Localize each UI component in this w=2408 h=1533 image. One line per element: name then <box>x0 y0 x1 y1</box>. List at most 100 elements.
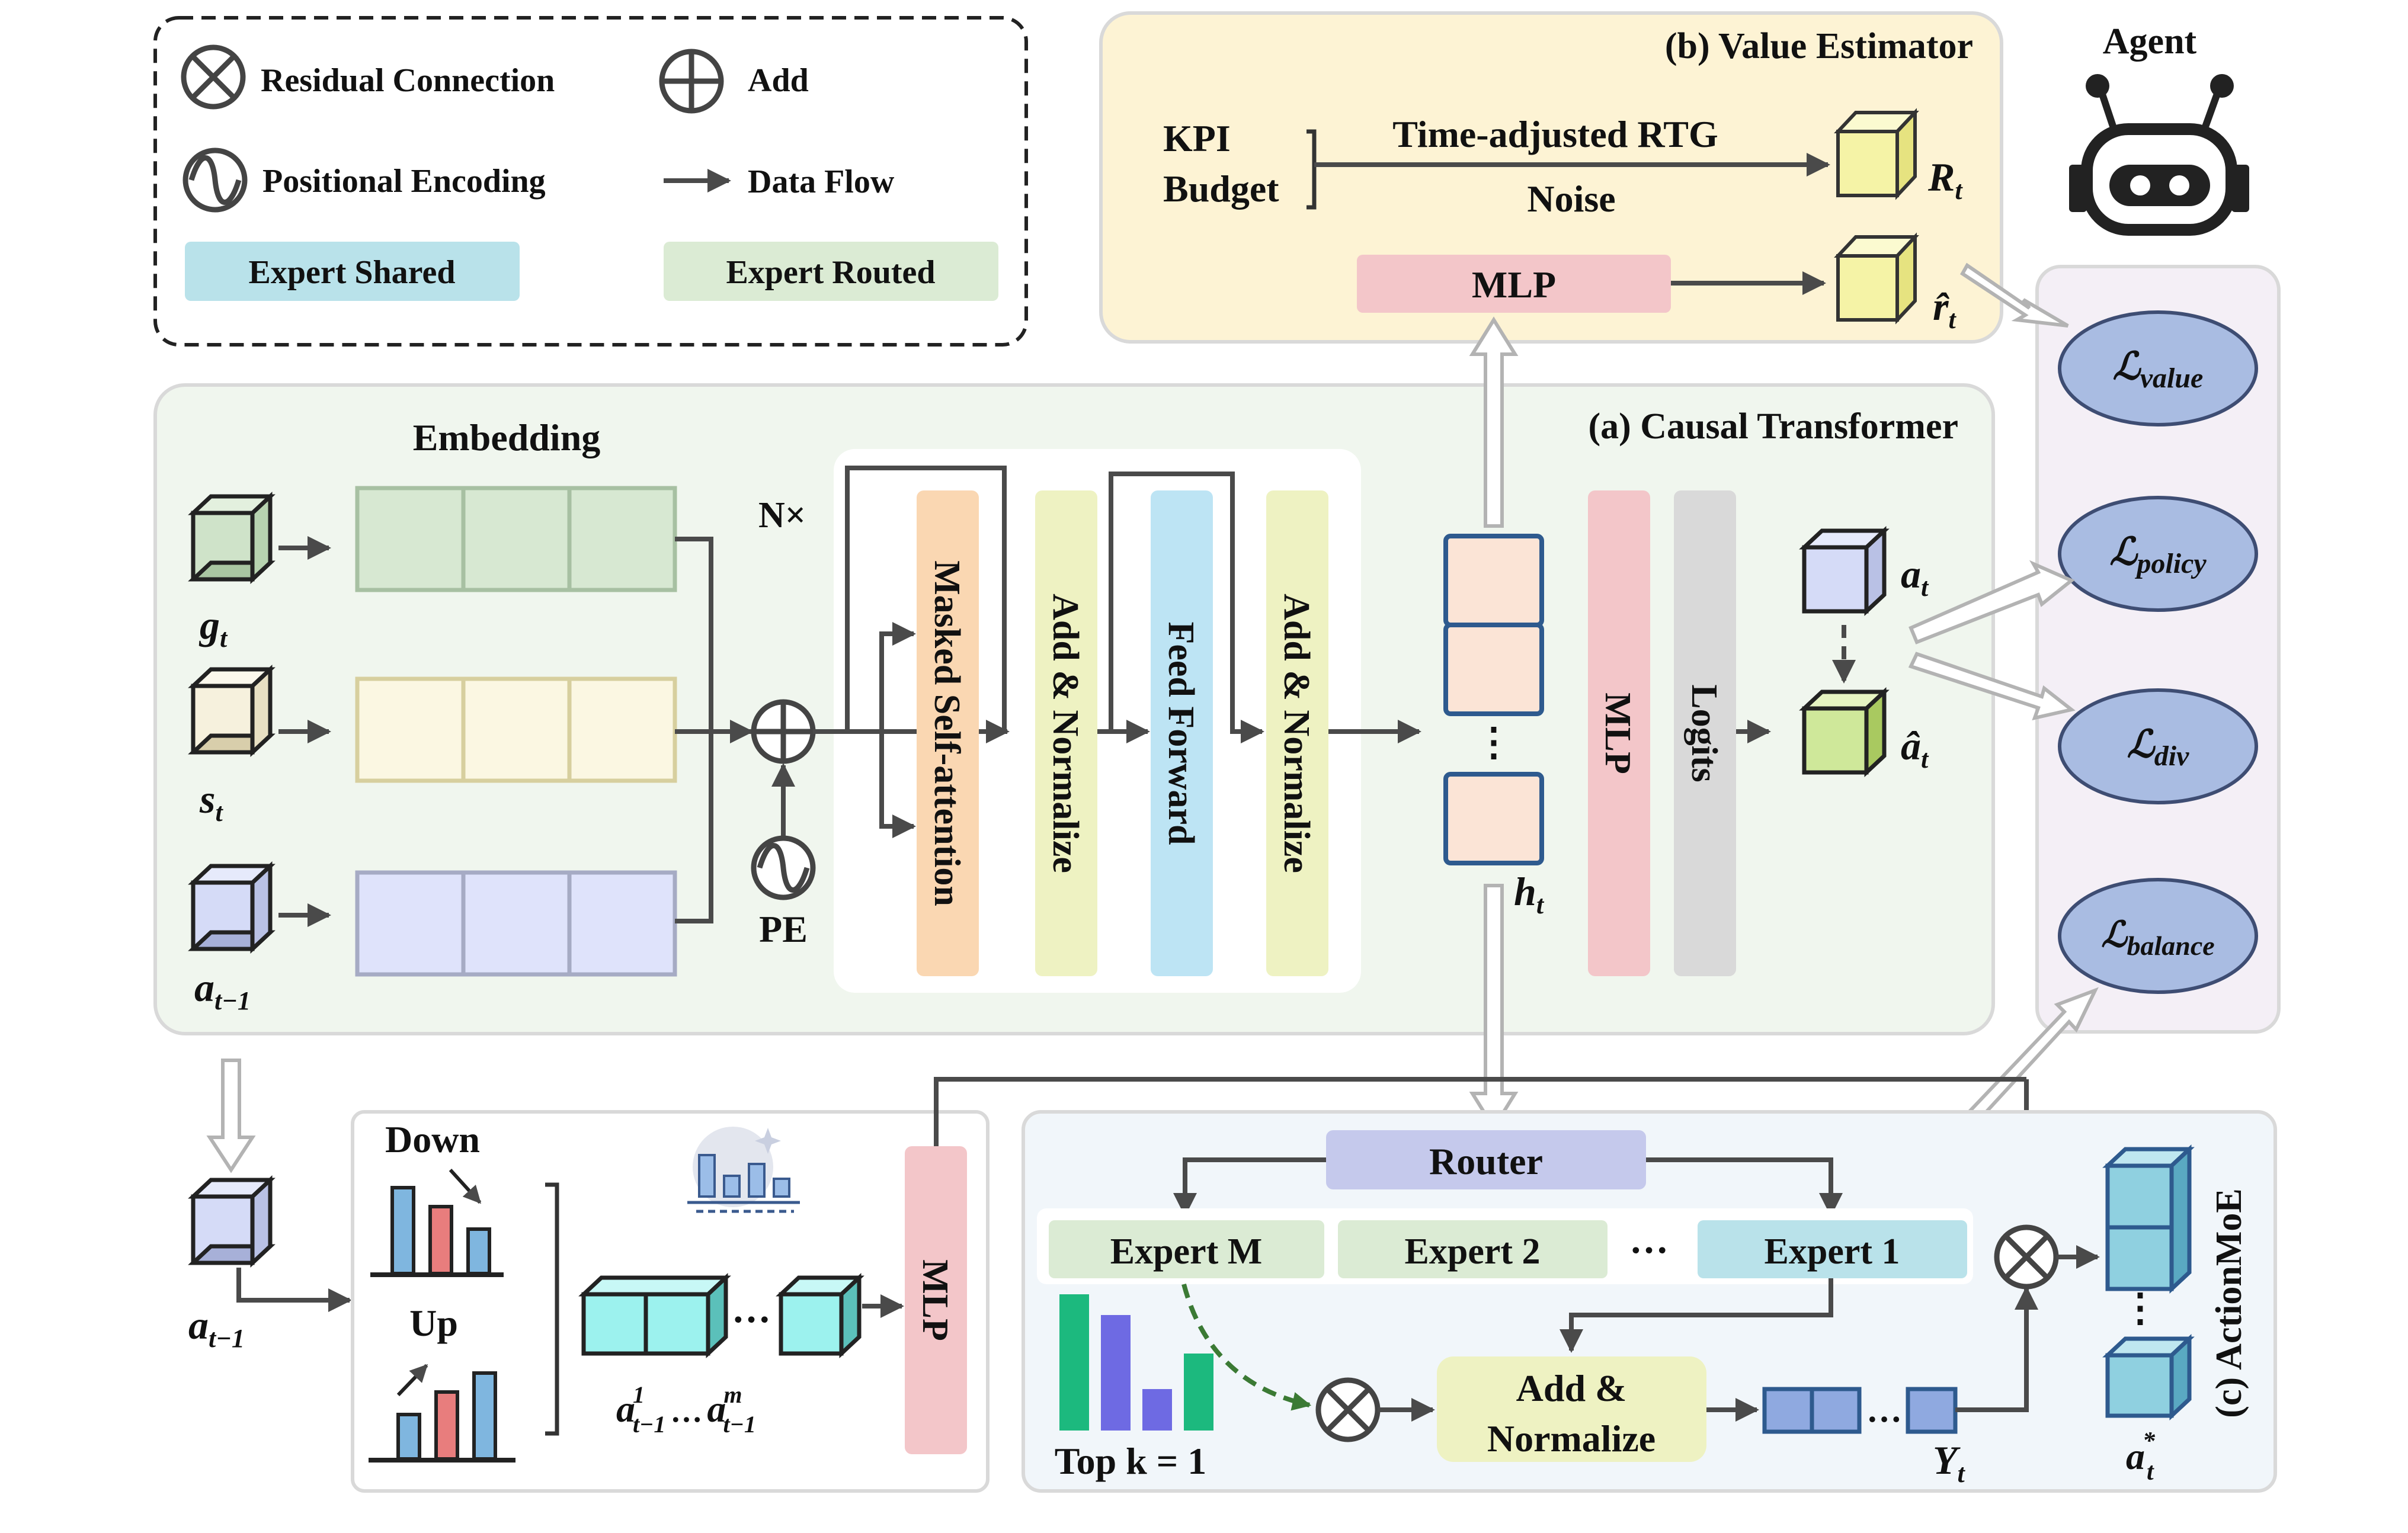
loss-policy-subscript: policy <box>2134 548 2207 579</box>
legend-expert-routed-swatch <box>664 242 998 301</box>
state-embedding <box>355 676 677 783</box>
svg-text:at−1: at−1 <box>188 1303 245 1353</box>
y-subscript: t <box>1958 1459 1966 1488</box>
rhat-subscript: t <box>1948 305 1956 334</box>
final-action-sup: * <box>2143 1428 2156 1455</box>
repeat-count-label: N× <box>758 495 806 535</box>
svg-text:ât: ât <box>1901 723 1929 774</box>
legend-expert-shared-swatch <box>185 242 520 301</box>
loss-value-symbol: ℒ <box>2113 345 2142 387</box>
router-label: Router <box>1429 1140 1543 1182</box>
goal-subscript: t <box>220 624 228 653</box>
augment-input-cube-icon <box>188 1175 276 1268</box>
loss-policy-symbol: ℒ <box>2109 531 2138 573</box>
agent-robot-icon: Agent <box>2069 21 2249 236</box>
goal-embedding <box>355 486 677 592</box>
rtg-label: Time-adjusted RTG <box>1392 113 1718 155</box>
hidden-state-vdots: ⋮ <box>1474 721 1513 764</box>
kpi-label: KPI <box>1163 117 1231 159</box>
expert-m-label: Expert M <box>1110 1231 1263 1272</box>
legend-routed-label: Expert Routed <box>726 254 935 291</box>
predicted-action-symbol: â <box>1901 723 1921 768</box>
svg-text:at: at <box>1901 551 1929 602</box>
r-subscript: t <box>1955 176 1963 205</box>
action-embedding <box>355 870 677 977</box>
add-normalize-block-2 <box>1266 490 1328 976</box>
expert-2-label: Expert 2 <box>1404 1231 1540 1272</box>
state-cube-icon <box>188 664 276 758</box>
hidden-to-estimator-arrow <box>1469 316 1519 528</box>
policy-mlp-label: MLP <box>1597 692 1638 774</box>
svg-text:ℒvalue: ℒvalue <box>2113 345 2204 394</box>
loss-div-subscript: div <box>2154 740 2189 772</box>
value-estimator-panel: (b) Value Estimator KPI Budget Time-adju… <box>1099 11 2003 344</box>
expert-2-block <box>1338 1220 1608 1278</box>
final-action-cube-icon <box>2102 1333 2195 1421</box>
add-normalize-block-1 <box>1035 490 1097 976</box>
seq-first-sub: t−1 <box>633 1411 665 1438</box>
loss-balance-node: ℒbalance <box>2058 878 2258 994</box>
noise-label: Noise <box>1527 178 1615 220</box>
svg-text:Yt: Yt <box>1933 1438 1966 1488</box>
routing-dashed-arrow <box>1181 1283 1312 1411</box>
final-action-sub: t <box>2147 1458 2154 1486</box>
seq-first-sup: 1 <box>633 1381 645 1408</box>
seq-first-symbol: a <box>616 1388 635 1430</box>
rhat-to-value-loss-arrow <box>1959 262 2069 328</box>
predicted-action-subscript: t <box>1921 745 1929 774</box>
svg-text:gt: gt <box>198 602 228 653</box>
loss-balance-symbol: ℒ <box>2101 915 2128 954</box>
svg-text:a*t: a* t <box>2126 1428 2156 1486</box>
state-subscript: t <box>215 798 223 827</box>
r-symbol: R <box>1927 155 1955 200</box>
augment-chart-icon <box>687 1127 800 1213</box>
legend-residual-label: Residual Connection <box>261 62 555 99</box>
positional-encoding-node-icon <box>751 835 816 900</box>
rhat-cube-icon <box>1834 232 1919 325</box>
svg-text:ℒbalance: ℒbalance <box>2101 915 2214 961</box>
up-label: Up <box>409 1302 458 1344</box>
loss-panel: ℒvalue ℒpolicy ℒdiv ℒbalance <box>2035 265 2281 1034</box>
legend-dataflow-label: Data Flow <box>748 163 895 200</box>
goal-cube-icon <box>188 491 276 585</box>
add-node-icon <box>751 699 816 764</box>
target-action-subscript: t <box>1921 573 1929 602</box>
moe-add-normalize-block <box>1437 1356 1706 1462</box>
moe-residual-icon <box>1994 1224 2059 1290</box>
value-estimator-title: (b) Value Estimator <box>1665 26 1973 66</box>
final-action-symbol: a <box>2126 1435 2145 1477</box>
router-block <box>1326 1130 1646 1189</box>
action-to-div-loss-arrow <box>1908 652 2076 721</box>
augment-input-symbol: a <box>188 1303 209 1348</box>
target-action-symbol: a <box>1901 551 1921 596</box>
feed-forward-label: Feed Forward <box>1161 621 1201 845</box>
up-bars-icon <box>369 1364 515 1463</box>
action-moe-panel: (c) ActionMoE Router Expert M Expert 2 …… <box>1022 1110 2277 1493</box>
pe-label: PE <box>759 908 808 950</box>
moe-title: (c) ActionMoE <box>2209 1188 2249 1417</box>
prev-action-subscript: t−1 <box>214 986 251 1015</box>
goal-symbol: g <box>198 602 220 647</box>
svg-text:Rt: Rt <box>1927 155 1963 205</box>
hidden-state-stack <box>1443 534 1544 865</box>
loss-balance-subscript: balance <box>2127 931 2215 961</box>
expert-m-block <box>1049 1220 1324 1278</box>
embed-to-augment-arrow <box>206 1059 256 1173</box>
embedding-label: Embedding <box>413 416 601 458</box>
estimator-mlp-label: MLP <box>1472 264 1556 306</box>
weight-multiply-icon <box>1315 1377 1381 1442</box>
kpi-brace <box>1307 129 1317 210</box>
state-symbol: s <box>199 777 215 822</box>
augment-seq-dots: … <box>732 1288 771 1331</box>
predicted-action-cube-icon <box>1799 687 1890 778</box>
augment-input-subscript: t−1 <box>209 1324 245 1353</box>
svg-text:at−1: at−1 <box>194 965 251 1015</box>
add-icon <box>659 49 724 114</box>
loss-div-node: ℒdiv <box>2058 688 2258 804</box>
add-normalize-label-1: Add & Normalize <box>1045 594 1085 873</box>
policy-mlp-block <box>1588 490 1650 976</box>
add-normalize-label-2: Add & Normalize <box>1276 594 1317 873</box>
augment-mlp-label: MLP <box>915 1259 955 1341</box>
seq-last-sub: t−1 <box>723 1411 755 1438</box>
